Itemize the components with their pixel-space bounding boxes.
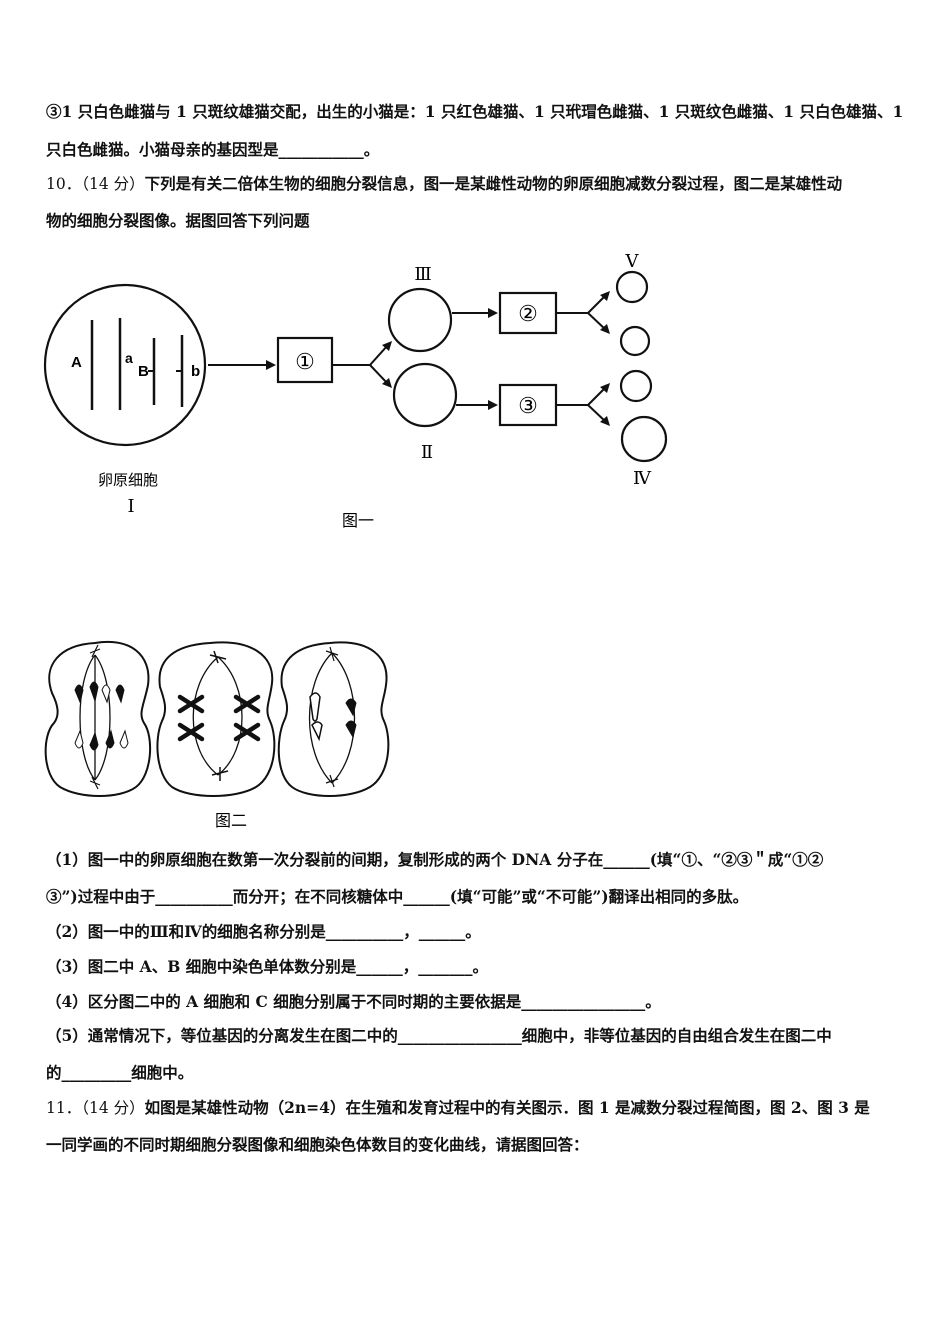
cell-II <box>392 362 458 428</box>
label-V: Ⅴ <box>625 251 640 272</box>
figure-1-diagram: A a B b ① Ⅲ Ⅱ ② ③ Ⅴ Ⅳ 卵原细胞 Ⅰ 图一 <box>43 251 668 530</box>
chromosomes-B <box>177 694 261 742</box>
spindle-A <box>79 654 111 781</box>
label-II: Ⅱ <box>421 442 433 463</box>
gene-label-a: a <box>125 350 133 366</box>
label-I: Ⅰ <box>127 496 134 517</box>
q11-line-1: 11．（14 分）如图是某雄性动物（2n=4）在生殖和发育过程中的有关图示．图 … <box>46 1098 870 1117</box>
chromosomes-C <box>309 692 357 742</box>
figure-2-caption: 图二 <box>215 811 247 830</box>
question-3: （3）图二中 A、B 细胞中染色单体数分别是______，_______。 <box>46 957 488 976</box>
oogonium-label: 卵原细胞 <box>98 471 158 489</box>
process-label-1: ① <box>295 350 315 375</box>
process-label-3: ③ <box>518 394 538 419</box>
oogonium-cell <box>43 283 207 447</box>
text-line-1: ③1 只白色雌猫与 1 只斑纹雄猫交配，出生的小猫是：1 只红色雄猫、1 只玳瑁… <box>46 102 904 121</box>
figure-1-caption: 图一 <box>342 511 374 530</box>
label-IV: Ⅳ <box>633 468 652 489</box>
cell-IV <box>620 415 668 463</box>
cell-B <box>156 641 276 797</box>
polar-body-2 <box>619 369 653 403</box>
q10-intro-line-1: 10．（14 分）下列是有关二倍体生物的细胞分裂信息，图一是某雌性动物的卵原细胞… <box>46 174 843 193</box>
figure-2-diagram: 图二 <box>44 640 390 830</box>
label-III: Ⅲ <box>414 264 431 285</box>
gene-label-B: B <box>138 363 149 380</box>
chromosomes-A <box>74 681 129 751</box>
process-label-2: ② <box>518 302 538 327</box>
cell-III <box>387 287 453 353</box>
q10-intro-line-2: 物的细胞分裂图像。据图回答下列问题 <box>46 211 310 230</box>
question-5-line-1: （5）通常情况下，等位基因的分离发生在图二中的________________细… <box>46 1026 832 1045</box>
text-line-2: 只白色雌猫。小猫母亲的基因型是___________。 <box>46 140 380 159</box>
q11-number: 11．（14 分） <box>46 1099 145 1117</box>
gene-label-A: A <box>71 354 82 371</box>
cell-A <box>44 640 152 797</box>
question-5-line-2: 的_________细胞中。 <box>46 1063 194 1082</box>
question-1-line-2: ③”)过程中由于__________而分开；在不同核糖体中______(填“可能… <box>46 887 749 906</box>
gene-label-b: b <box>191 363 200 380</box>
q10-number: 10．（14 分） <box>46 175 145 193</box>
polar-body-1 <box>619 325 651 357</box>
question-1-line-1: （1）图一中的卵原细胞在数第一次分裂前的间期，复制形成的两个 DNA 分子在__… <box>46 850 824 869</box>
cell-V <box>615 270 649 304</box>
cell-C <box>277 641 390 797</box>
process-box-1 <box>276 336 334 384</box>
q11-line-2: 一同学画的不同时期细胞分裂图像和细胞染色体数目的变化曲线，请据图回答： <box>46 1135 589 1154</box>
question-2: （2）图一中的Ⅲ和Ⅳ的细胞名称分别是__________，______。 <box>46 922 481 941</box>
question-4: （4）区分图二中的 A 细胞和 C 细胞分别属于不同时期的主要依据是______… <box>46 992 661 1011</box>
